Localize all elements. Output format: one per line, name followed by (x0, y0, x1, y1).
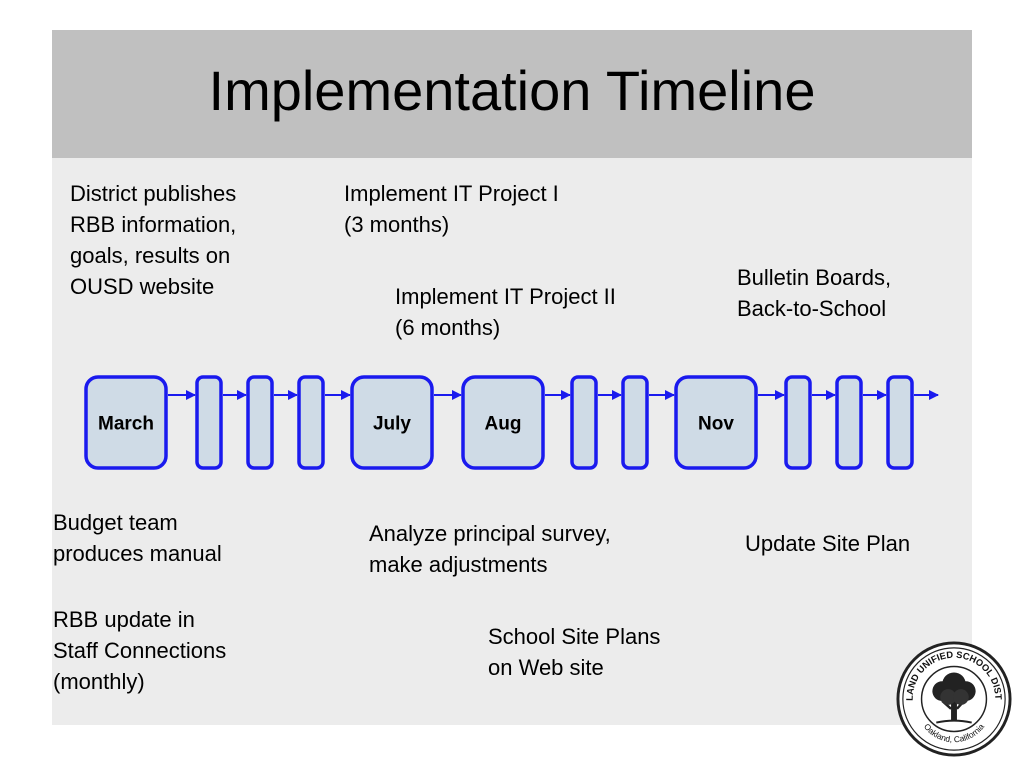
timeline-month-box (461, 375, 545, 470)
timeline-tick-box (195, 375, 223, 470)
timeline-month-label: March (98, 414, 154, 435)
note-bulletin-boards: Bulletin Boards, Back-to-School (737, 265, 892, 321)
note-it-project-1: Implement IT Project I (3 months) (344, 181, 559, 237)
timeline-tick-box (570, 375, 598, 470)
timeline-month-box (84, 375, 168, 470)
slide-title: Implementation Timeline (208, 59, 816, 122)
note-it-project-2: Implement IT Project II (6 months) (395, 284, 616, 340)
timeline-tick-box (835, 375, 863, 470)
note-school-site-plans: School Site Plans on Web site (488, 624, 661, 680)
timeline-tick-box (297, 375, 325, 470)
timeline-tick-box (621, 375, 649, 470)
district-seal: OAKLAND UNIFIED SCHOOL DISTRICT Oakland,… (895, 640, 1012, 757)
timeline-month-box (350, 375, 434, 470)
note-analyze-survey: Analyze principal survey, make adjustmen… (369, 521, 611, 577)
timeline-month-box (674, 375, 758, 470)
timeline-month-label: July (373, 414, 411, 435)
note-rbb-update: RBB update in Staff Connections (monthly… (53, 607, 227, 694)
oak-tree-icon (932, 672, 976, 724)
note-budget-team: Budget team produces manual (53, 510, 222, 566)
timeline-tick-box (784, 375, 812, 470)
note-update-site-plan: Update Site Plan (745, 531, 911, 556)
timeline-tick-box (246, 375, 274, 470)
timeline-month-label: Aug (485, 414, 522, 435)
timeline-month-label: Nov (698, 414, 734, 435)
title-bar (52, 30, 972, 158)
note-district-publishes: District publishes RBB information, goal… (70, 181, 237, 299)
timeline-tick-box (886, 375, 914, 470)
